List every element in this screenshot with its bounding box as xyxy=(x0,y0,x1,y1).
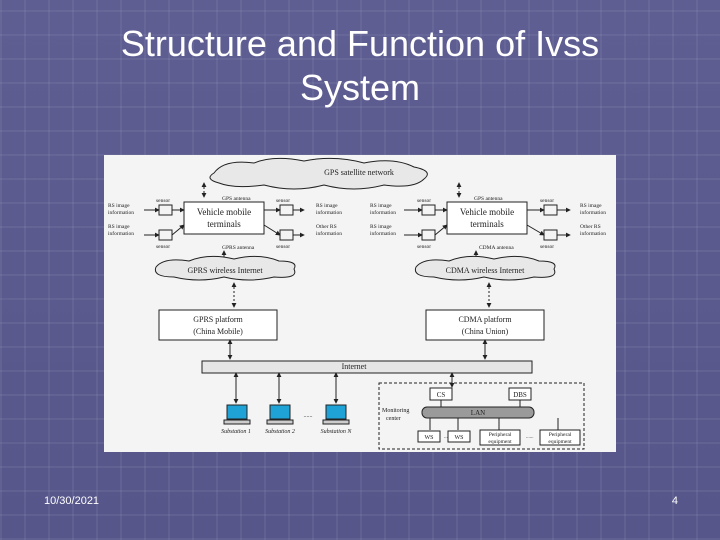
cdma-platform-line1: CDMA platform xyxy=(458,315,512,324)
internet-bus: Internet xyxy=(201,360,533,374)
ws1-box xyxy=(417,430,441,443)
left-sensor-br-label: sensor xyxy=(276,244,290,250)
slide-title-line1: Structure and Function of Ivss xyxy=(120,23,600,64)
left-sensor-br-box xyxy=(279,229,294,241)
peripheral-dots: ...... xyxy=(526,435,534,440)
left-terminal-line1: Vehicle mobile xyxy=(197,207,251,217)
cs-label: CS xyxy=(437,391,446,399)
substation-n: Substation N xyxy=(321,404,353,435)
gprs-platform-line1: GPRS platform xyxy=(193,315,243,324)
gps-satellite-cloud: GPS satellite network xyxy=(209,157,428,190)
right-terminal-line2: terminals xyxy=(470,219,504,229)
gprs-wireless-cloud: GPRS wireless Internet xyxy=(154,255,296,281)
substation-ellipsis: ...... xyxy=(304,413,314,419)
left-terminal-box xyxy=(183,201,265,235)
right-sensor-tr-label: sensor xyxy=(540,198,554,204)
left-sensor-tr-label: sensor xyxy=(276,198,290,204)
left-info-out-2a: Other RS xyxy=(316,224,337,230)
right-info-in-2b: information xyxy=(370,230,396,237)
right-sensor-br-label: sensor xyxy=(540,244,554,250)
right-info-out-1a: RS image xyxy=(580,203,602,209)
right-vehicle-unit: GPS antenna sensor sensor sensor sensor … xyxy=(370,196,606,251)
cdma-wireless-cloud: CDMA wireless Internet xyxy=(414,255,556,281)
dbs-label: DBS xyxy=(513,391,527,399)
left-sensor-bl-label: sensor xyxy=(156,244,170,250)
slide-date: 10/30/2021 xyxy=(44,495,100,507)
left-gps-antenna-label: GPS antenna xyxy=(222,196,251,202)
peripheral1-box xyxy=(479,429,521,446)
ws1-label: WS xyxy=(425,435,434,441)
right-info-in-1b: information xyxy=(370,209,396,216)
slide-title: Structure and Function of Ivss System xyxy=(60,22,660,110)
monitoring-label-line2: center xyxy=(386,416,401,422)
peripheral2-line1: Peripheral xyxy=(549,432,572,438)
left-info-out-1a: RS image xyxy=(316,203,338,209)
peripheral2-box xyxy=(539,429,581,446)
peripheral1-line2: equipment xyxy=(488,439,512,445)
ws2-label: WS xyxy=(455,435,464,441)
monitoring-label-line1: Monitoring xyxy=(382,408,409,414)
substation-2-label: Substation 2 xyxy=(265,429,295,435)
internet-label: Internet xyxy=(342,362,368,371)
gprs-cloud-label: GPRS wireless Internet xyxy=(187,266,263,275)
left-sensor-tl-box xyxy=(158,204,173,216)
right-sensor-tl-box xyxy=(421,204,436,216)
system-architecture-diagram: GPS satellite network GPS antenna sensor… xyxy=(104,155,616,452)
peripheral2-line2: equipment xyxy=(548,439,572,445)
left-vehicle-unit: GPS antenna sensor sensor sensor sensor … xyxy=(108,196,342,251)
right-sensor-bl-label: sensor xyxy=(417,244,431,250)
left-sensor-tl-label: sensor xyxy=(156,198,170,204)
slide-title-line2: System xyxy=(299,67,421,108)
lan-label: LAN xyxy=(471,409,485,417)
substation-1-label: Substation 1 xyxy=(221,429,251,435)
cdma-cloud-label: CDMA wireless Internet xyxy=(446,266,525,275)
right-sensor-bl-box xyxy=(421,229,436,241)
left-gprs-antenna-label: GPRS antenna xyxy=(222,245,255,251)
left-sensor-bl-box xyxy=(158,229,173,241)
peripheral1-line1: Peripheral xyxy=(489,432,512,438)
right-info-out-2a: Other RS xyxy=(580,224,601,230)
right-terminal-box xyxy=(446,201,528,235)
right-info-in-1a: RS image xyxy=(370,203,392,209)
slide-page-number: 4 xyxy=(671,495,678,507)
substation-n-label: Substation N xyxy=(321,429,353,435)
cdma-platform: CDMA platform (China Union) xyxy=(425,309,545,341)
right-cdma-antenna-label: CDMA antenna xyxy=(479,245,514,251)
monitoring-center: Monitoring center CS DBS LAN WS ...... W… xyxy=(378,382,585,450)
ws2-box xyxy=(447,430,471,443)
right-sensor-br-box xyxy=(543,229,558,241)
gps-network-label: GPS satellite network xyxy=(324,168,394,177)
gprs-platform-line2: (China Mobile) xyxy=(193,327,243,336)
substation-1: Substation 1 xyxy=(221,404,251,435)
left-info-out-1b: information xyxy=(316,209,342,216)
right-info-out-1b: information xyxy=(580,209,606,216)
substation-2: Substation 2 xyxy=(265,404,295,435)
left-sensor-tr-box xyxy=(279,204,294,216)
left-info-in-2a: RS image xyxy=(108,224,130,230)
left-info-in-1a: RS image xyxy=(108,203,130,209)
cdma-platform-line2: (China Union) xyxy=(462,327,509,336)
right-info-out-2b: information xyxy=(580,230,606,237)
left-info-in-2b: information xyxy=(108,230,134,237)
gprs-platform: GPRS platform (China Mobile) xyxy=(158,309,278,341)
left-terminal-line2: terminals xyxy=(207,219,241,229)
right-terminal-line1: Vehicle mobile xyxy=(460,207,514,217)
right-sensor-tr-box xyxy=(543,204,558,216)
right-sensor-tl-label: sensor xyxy=(417,198,431,204)
lan-bus xyxy=(421,406,535,419)
right-info-in-2a: RS image xyxy=(370,224,392,230)
left-info-in-1b: information xyxy=(108,209,134,216)
left-info-out-2b: information xyxy=(316,230,342,237)
right-gps-antenna-label: GPS antenna xyxy=(474,196,503,202)
